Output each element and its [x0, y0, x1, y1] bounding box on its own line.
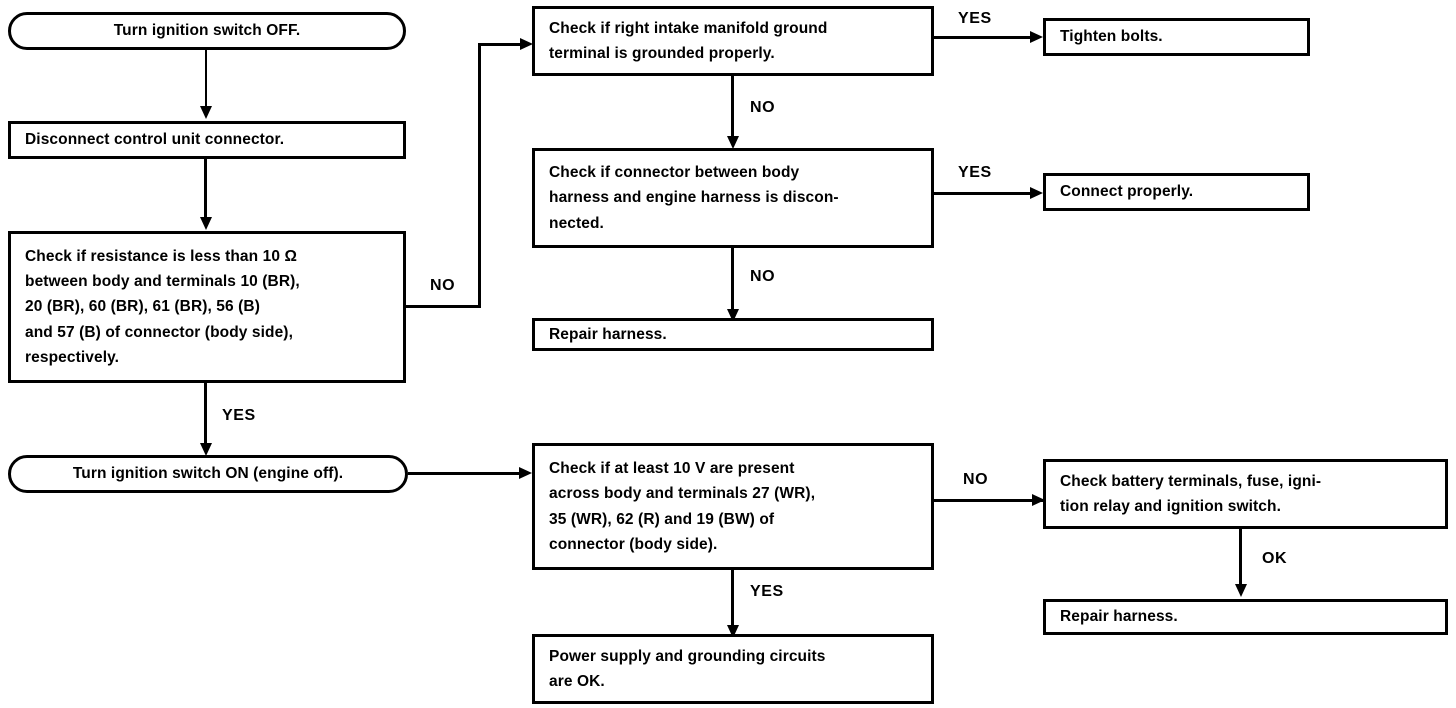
- node-resistance-check: Check if resistance is less than 10 Ω be…: [8, 231, 406, 383]
- connector-voltage-yes-vertical: [731, 570, 734, 627]
- node-resistance-check-line2: between body and terminals 10 (BR),: [25, 273, 300, 291]
- connector-connector-yes-to-connect-properly: [934, 192, 1034, 195]
- node-voltage-check-line3: 35 (WR), 62 (R) and 19 (BW) of: [549, 510, 775, 528]
- node-voltage-check-line4: connector (body side).: [549, 535, 718, 553]
- node-disconnect-connector: Disconnect control unit connector.: [8, 121, 406, 159]
- connector-battery-ok-vertical: [1239, 529, 1242, 586]
- arrowhead-connector-check: [727, 136, 739, 149]
- arrowhead-voltage-check: [519, 467, 532, 479]
- node-connector-check-line2: harness and engine harness is discon-: [549, 189, 839, 207]
- node-tighten-bolts-line1: Tighten bolts.: [1060, 28, 1163, 46]
- connector-disconnect-to-resistance: [204, 159, 207, 219]
- branch-label-ground-no: NO: [750, 99, 776, 116]
- connector-ignition-off-to-disconnect: [205, 50, 207, 108]
- connector-resistance-no-horizontal: [406, 305, 481, 308]
- node-resistance-check-line1: Check if resistance is less than 10 Ω: [25, 248, 298, 266]
- node-circuits-ok-line1: Power supply and grounding circuits: [549, 647, 826, 665]
- node-battery-check: Check battery terminals, fuse, igni- tio…: [1043, 459, 1448, 529]
- node-ignition-on: Turn ignition switch ON (engine off).: [8, 455, 408, 493]
- node-resistance-check-line4: and 57 (B) of connector (body side),: [25, 323, 293, 341]
- connector-resistance-no-into-ground-check: [478, 43, 528, 46]
- node-voltage-check-line2: across body and terminals 27 (WR),: [549, 485, 816, 503]
- branch-label-resistance-no: NO: [430, 277, 456, 294]
- node-voltage-check: Check if at least 10 V are present acros…: [532, 443, 934, 570]
- node-circuits-ok-line2: are OK.: [549, 673, 605, 690]
- connector-connector-no-vertical: [731, 248, 734, 311]
- branch-label-resistance-yes: YES: [222, 407, 256, 424]
- branch-label-voltage-yes: YES: [750, 583, 784, 600]
- branch-label-battery-ok: OK: [1262, 550, 1288, 567]
- node-connector-check: Check if connector between body harness …: [532, 148, 934, 248]
- arrowhead-resistance-check: [200, 217, 212, 230]
- node-battery-check-line1: Check battery terminals, fuse, igni-: [1060, 472, 1322, 490]
- node-voltage-check-line1: Check if at least 10 V are present: [549, 460, 795, 478]
- node-resistance-check-line3: 20 (BR), 60 (BR), 61 (BR), 56 (B): [25, 298, 260, 316]
- arrowhead-repair-harness-lower: [1235, 584, 1247, 597]
- arrowhead-disconnect: [200, 106, 212, 119]
- connector-ground-no-vertical: [731, 76, 734, 138]
- node-repair-harness-upper-line1: Repair harness.: [549, 325, 667, 343]
- connector-resistance-yes-vertical: [204, 383, 207, 445]
- branch-label-connector-no: NO: [750, 268, 776, 285]
- node-connect-properly-line1: Connect properly.: [1060, 183, 1194, 201]
- node-ground-terminal-check-line1: Check if right intake manifold ground: [549, 19, 828, 37]
- node-ignition-off-line1: Turn ignition switch OFF.: [113, 22, 301, 40]
- branch-label-voltage-no: NO: [963, 471, 989, 488]
- arrowhead-ground-terminal-check: [520, 38, 533, 50]
- node-tighten-bolts: Tighten bolts.: [1043, 18, 1310, 56]
- node-disconnect-connector-line1: Disconnect control unit connector.: [25, 131, 285, 149]
- node-ground-terminal-check: Check if right intake manifold ground te…: [532, 6, 934, 76]
- connector-ignition-on-to-voltage-check: [408, 472, 523, 475]
- node-resistance-check-line5: respectively.: [25, 348, 120, 366]
- node-repair-harness-upper: Repair harness.: [532, 318, 934, 351]
- node-circuits-ok: Power supply and grounding circuits are …: [532, 634, 934, 704]
- connector-ground-yes-to-tighten-bolts: [934, 36, 1034, 39]
- node-repair-harness-lower-line1: Repair harness.: [1060, 608, 1178, 626]
- node-ground-terminal-check-line2: terminal is grounded properly.: [549, 45, 775, 62]
- branch-label-ground-yes: YES: [958, 10, 992, 27]
- connector-voltage-no-to-battery-check: [934, 499, 1046, 502]
- node-battery-check-line2: tion relay and ignition switch.: [1060, 498, 1281, 515]
- arrowhead-connect-properly: [1030, 187, 1043, 199]
- node-connect-properly: Connect properly.: [1043, 173, 1310, 211]
- arrowhead-tighten-bolts: [1030, 31, 1043, 43]
- connector-resistance-no-vertical: [478, 43, 481, 308]
- arrowhead-ignition-on: [200, 443, 212, 456]
- node-repair-harness-lower: Repair harness.: [1043, 599, 1448, 635]
- arrowhead-battery-check: [1032, 494, 1045, 506]
- node-ignition-on-line1: Turn ignition switch ON (engine off).: [72, 465, 344, 483]
- node-connector-check-line1: Check if connector between body: [549, 164, 800, 182]
- node-connector-check-line3: nected.: [549, 214, 604, 232]
- branch-label-connector-yes: YES: [958, 164, 992, 181]
- node-ignition-off: Turn ignition switch OFF.: [8, 12, 406, 50]
